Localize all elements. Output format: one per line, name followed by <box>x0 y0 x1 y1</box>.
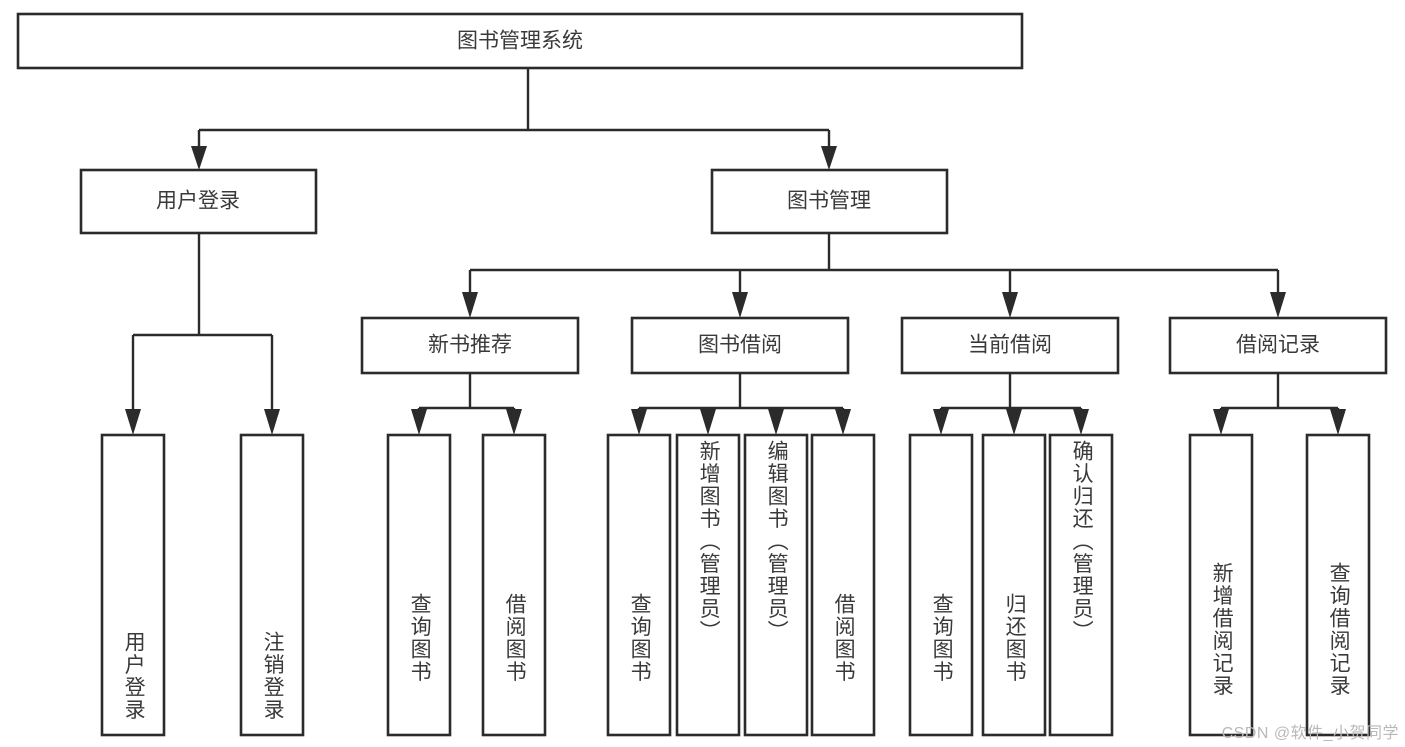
arrowhead-leaf-add-borrow-record <box>1213 409 1229 435</box>
node-leaf-return-book-rect[interactable] <box>981 433 1047 737</box>
arrowhead-leaf-edit-book-admin <box>768 409 784 435</box>
node-leaf-user-login-rect[interactable] <box>100 433 166 737</box>
node-book-borrow-label: 图书借阅 <box>698 334 782 357</box>
node-leaf-logout-login-rect[interactable] <box>239 433 305 737</box>
connector-layer <box>125 68 1346 435</box>
arrowhead-leaf-logout-login <box>264 409 280 435</box>
watermark-text: CSDN @软件_小贺同学 <box>1221 725 1399 742</box>
node-book-borrow-rect[interactable] <box>630 316 850 375</box>
arrowhead-leaf-return-book <box>1006 409 1022 435</box>
node-leaf-query-book-3-rect[interactable] <box>908 433 974 737</box>
node-root-rect[interactable] <box>16 12 1024 70</box>
node-new-book-recommend-rect[interactable] <box>360 316 580 375</box>
arrowhead-leaf-borrow-book-1 <box>506 409 522 435</box>
node-new-book-recommend-label: 新书推荐 <box>428 334 512 357</box>
arrowhead-new-book-recommend <box>462 292 478 318</box>
node-root[interactable]: 图书管理系统 <box>16 12 1024 70</box>
node-book-management[interactable]: 图书管理 <box>710 168 949 235</box>
arrowhead-user-login <box>191 146 207 170</box>
node-leaf-add-book-admin-rect[interactable] <box>675 433 741 737</box>
node-borrow-record-label: 借阅记录 <box>1236 334 1320 357</box>
arrowhead-borrow-record <box>1270 292 1286 318</box>
arrowhead-book-management <box>821 146 837 170</box>
node-leaf-add-borrow-record-rect[interactable] <box>1188 433 1254 737</box>
node-book-management-label: 图书管理 <box>787 190 871 213</box>
node-user-login-label: 用户登录 <box>156 190 240 213</box>
arrowhead-leaf-query-book-3 <box>933 409 949 435</box>
arrowhead-book-borrow <box>732 292 748 318</box>
arrowhead-leaf-query-borrow-record <box>1330 409 1346 435</box>
node-new-book-recommend[interactable]: 新书推荐 <box>360 316 580 375</box>
node-leaf-borrow-book-1-rect[interactable] <box>481 433 547 737</box>
node-leaf-query-book-1-rect[interactable] <box>386 433 452 737</box>
node-current-borrow[interactable]: 当前借阅 <box>900 316 1120 375</box>
arrowhead-leaf-borrow-book-2 <box>835 409 851 435</box>
arrowhead-leaf-query-book-1 <box>411 409 427 435</box>
node-book-borrow[interactable]: 图书借阅 <box>630 316 850 375</box>
node-layer: 图书管理系统 用户登录 图书管理 新书推荐 图书借阅 当前 <box>16 12 1388 737</box>
node-leaf-borrow-book-2-rect[interactable] <box>810 433 876 737</box>
arrowhead-leaf-query-book-2 <box>631 409 647 435</box>
arrowhead-leaf-user-login <box>125 409 141 435</box>
arrowhead-leaf-confirm-return-admin <box>1073 409 1089 435</box>
node-leaf-query-borrow-record-rect[interactable] <box>1305 433 1371 737</box>
node-user-login[interactable]: 用户登录 <box>79 168 318 235</box>
node-root-label: 图书管理系统 <box>457 30 583 53</box>
arrowhead-leaf-add-book-admin <box>700 409 716 435</box>
node-user-login-rect[interactable] <box>79 168 318 235</box>
node-current-borrow-label: 当前借阅 <box>968 334 1052 357</box>
node-leaf-query-book-2-rect[interactable] <box>606 433 672 737</box>
node-leaf-confirm-return-admin-rect[interactable] <box>1048 433 1114 737</box>
node-leaf-edit-book-admin-rect[interactable] <box>743 433 809 737</box>
node-borrow-record-rect[interactable] <box>1168 316 1388 375</box>
node-book-management-rect[interactable] <box>710 168 949 235</box>
node-current-borrow-rect[interactable] <box>900 316 1120 375</box>
node-borrow-record[interactable]: 借阅记录 <box>1168 316 1388 375</box>
arrowhead-current-borrow <box>1002 292 1018 318</box>
